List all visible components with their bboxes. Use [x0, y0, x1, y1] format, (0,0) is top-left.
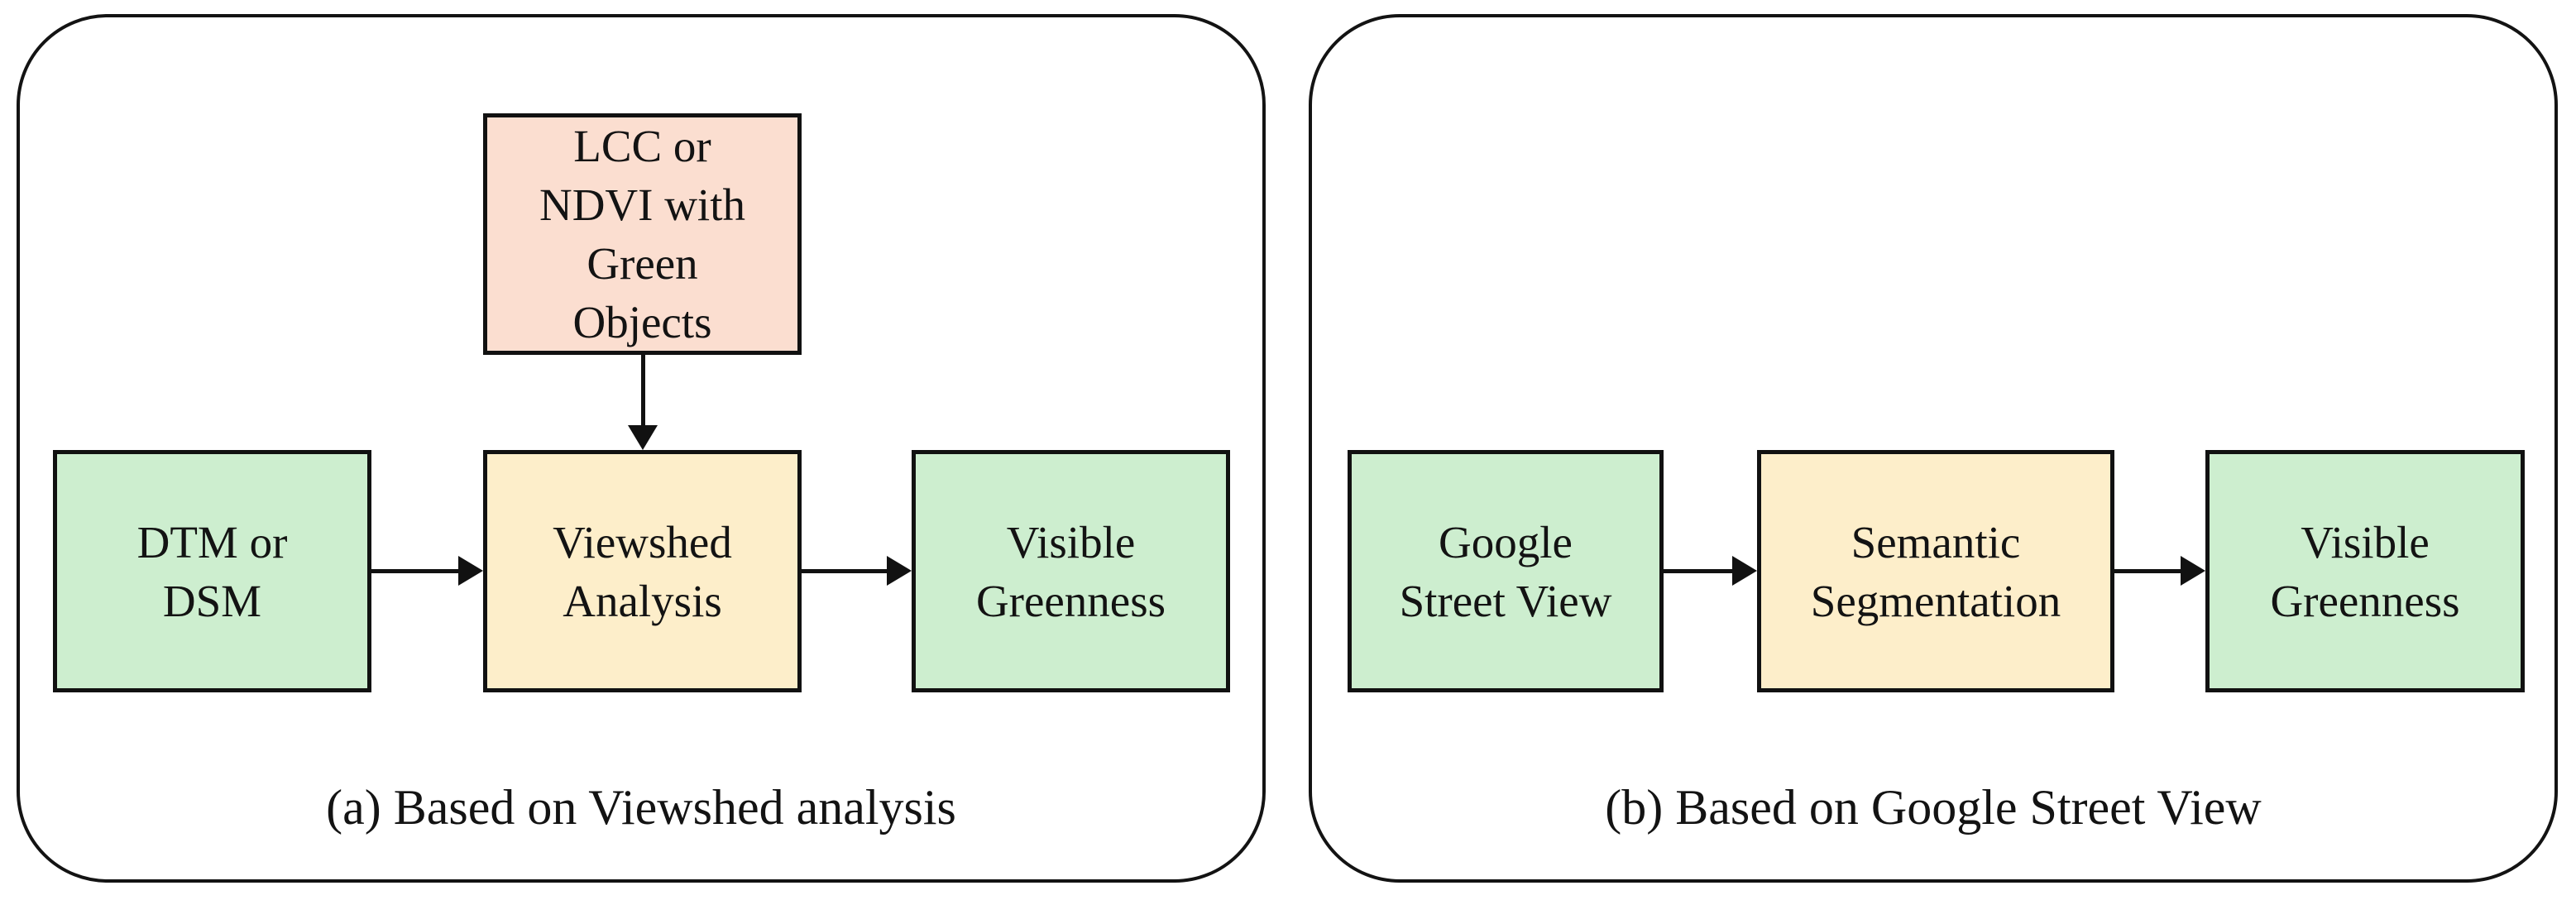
arrow-semseg-to-visible-head [2181, 556, 2205, 586]
node-lcc-ndvi-green-objects-label: LCC or NDVI with Green Objects [539, 121, 745, 347]
arrow-lcc-to-viewshed-head [628, 425, 658, 450]
node-semantic-segmentation-label: Semantic Segmentation [1810, 516, 2061, 626]
arrow-gsv-to-semseg-line [1664, 569, 1732, 573]
panel-viewshed-analysis: LCC or NDVI with Green Objects DTM or DS… [17, 14, 1266, 883]
arrow-semseg-to-visible-line [2114, 569, 2181, 573]
node-viewshed-analysis-label: Viewshed Analysis [553, 516, 732, 626]
node-google-street-view: Google Street View [1348, 450, 1664, 692]
arrow-gsv-to-semseg-head [1732, 556, 1757, 586]
node-visible-greenness-b-label: Visible Greenness [2270, 516, 2460, 626]
caption-panel-b: (b) Based on Google Street View [1605, 779, 2262, 835]
caption-panel-a: (a) Based on Viewshed analysis [326, 779, 956, 835]
node-lcc-ndvi-green-objects: LCC or NDVI with Green Objects [483, 113, 802, 355]
node-dtm-dsm: DTM or DSM [53, 450, 371, 692]
arrow-viewshed-to-visible-line [802, 569, 887, 573]
node-visible-greenness-a-label: Visible Greenness [975, 516, 1166, 626]
arrow-dtm-to-viewshed-line [371, 569, 458, 573]
panel-google-street-view: Google Street View Semantic Segmentation… [1309, 14, 2558, 883]
node-visible-greenness-b: Visible Greenness [2205, 450, 2525, 692]
node-semantic-segmentation: Semantic Segmentation [1757, 450, 2114, 692]
node-visible-greenness-a: Visible Greenness [912, 450, 1230, 692]
node-google-street-view-label: Google Street View [1399, 516, 1612, 626]
node-dtm-dsm-label: DTM or DSM [136, 516, 288, 626]
node-viewshed-analysis: Viewshed Analysis [483, 450, 802, 692]
arrow-lcc-to-viewshed-line [641, 355, 645, 427]
arrow-viewshed-to-visible-head [887, 556, 912, 586]
arrow-dtm-to-viewshed-head [458, 556, 483, 586]
